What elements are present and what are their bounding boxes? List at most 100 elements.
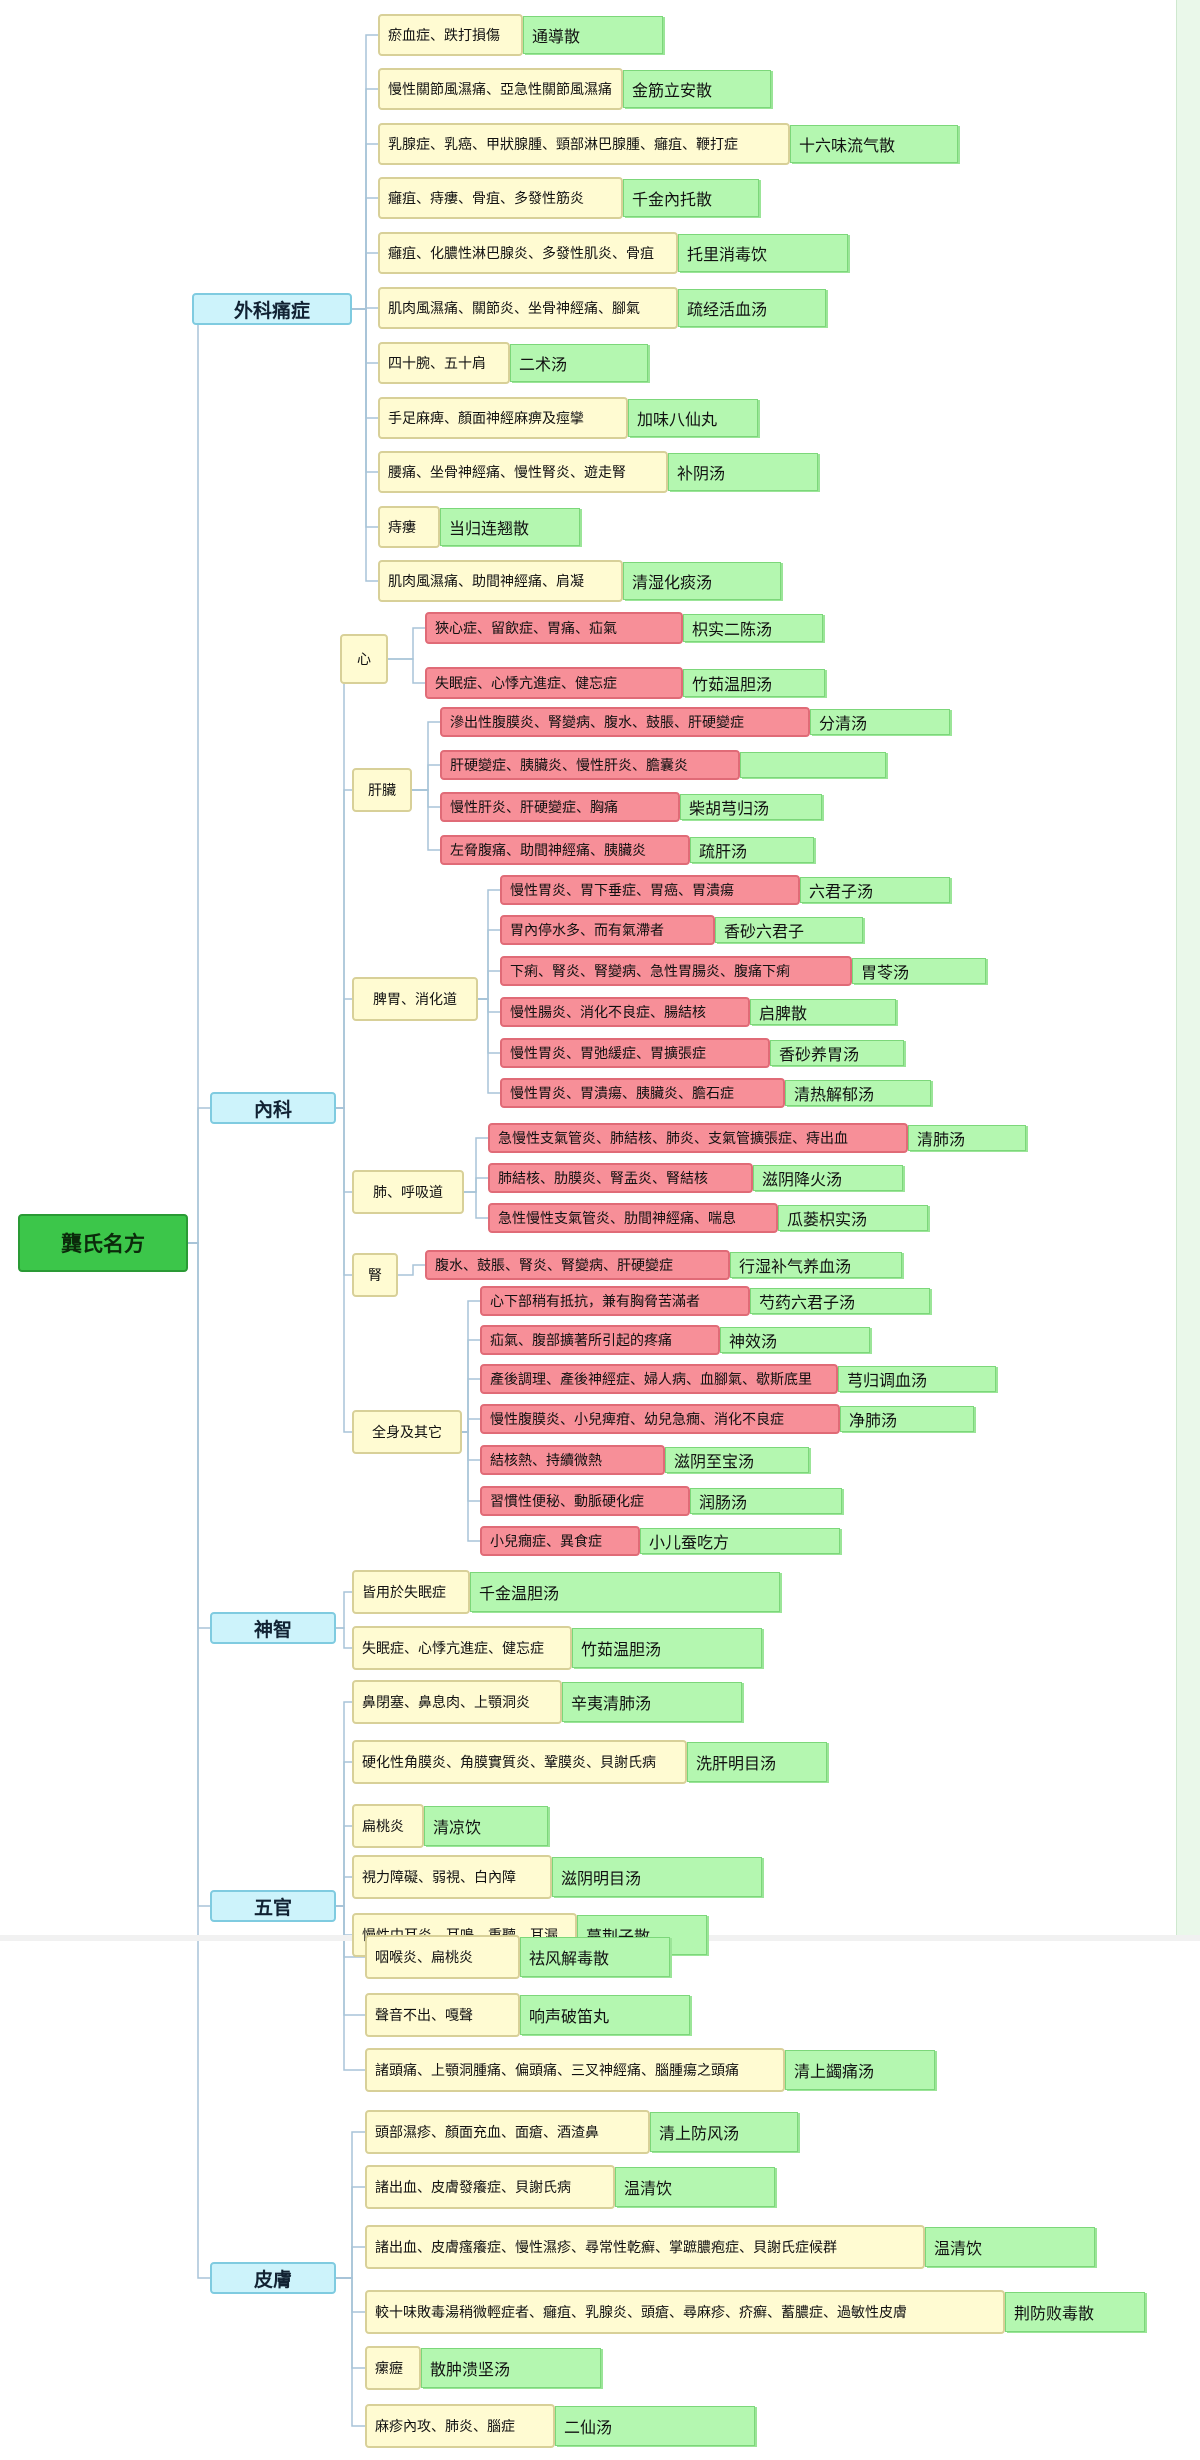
category-senses[interactable]: 五官 [210, 1890, 336, 1922]
formula-box[interactable]: 清凉饮 [424, 1806, 548, 1846]
formula-box[interactable]: 二术汤 [510, 344, 648, 382]
condition-box: 諸出血、皮膚發癢症、貝謝氏病 [365, 2165, 615, 2209]
condition-box: 鼻閉塞、鼻息肉、上顎洞炎 [352, 1680, 562, 1724]
formula-box[interactable]: 滋阴至宝汤 [665, 1447, 809, 1473]
connector-line [188, 308, 199, 1244]
connector-line [352, 143, 378, 310]
formula-box[interactable]: 枳实二陈汤 [683, 614, 823, 642]
condition-box: 頭部濕疹、顏面充血、面瘡、酒渣鼻 [365, 2110, 650, 2154]
condition-box: 瘰癧 [365, 2346, 421, 2390]
formula-box[interactable]: 滋阴降火汤 [753, 1165, 903, 1191]
condition-box: 諸頭痛、上顎洞腫痛、偏頭痛、三叉神經痛、腦腫瘍之頭痛 [365, 2048, 785, 2092]
formula-box[interactable]: 祛风解毒散 [520, 1937, 670, 1977]
formula-box[interactable]: 托里消毒饮 [678, 234, 848, 272]
group-node[interactable]: 脾胃、消化道 [352, 977, 478, 1021]
connector-line [462, 1431, 480, 1461]
group-node[interactable]: 全身及其它 [352, 1410, 462, 1454]
connector-line [336, 2277, 365, 2313]
formula-box[interactable]: 通導散 [523, 16, 663, 54]
root-node[interactable]: 龔氏名方 [18, 1214, 188, 1272]
formula-box[interactable]: 散肿溃坚汤 [421, 2348, 601, 2388]
connector-line [336, 1905, 365, 2071]
category-surgery[interactable]: 外科痛症 [192, 293, 352, 325]
connector-line [478, 998, 500, 1013]
formula-box[interactable]: 当归连翘散 [440, 508, 580, 546]
connector-line [464, 1191, 488, 1219]
formula-box[interactable]: 瓜蒌枳实汤 [778, 1205, 928, 1231]
connector-line [388, 627, 425, 660]
connector-line [462, 1418, 480, 1433]
formula-box[interactable]: 分清汤 [810, 709, 950, 735]
condition-box: 瘀血症、跌打損傷 [378, 14, 523, 56]
connector-line [336, 2131, 365, 2279]
category-mind[interactable]: 神智 [210, 1612, 336, 1644]
formula-box[interactable]: 补阴汤 [668, 453, 818, 491]
spreadsheet-edge [1176, 0, 1200, 1935]
connector-line [352, 308, 378, 364]
group-node[interactable]: 肺、呼吸道 [352, 1170, 464, 1214]
formula-box[interactable]: 千金內托散 [623, 179, 759, 217]
formula-box[interactable]: 六君子汤 [800, 877, 950, 903]
formula-box[interactable]: 响声破笛丸 [520, 1995, 690, 2035]
formula-box[interactable]: 千金温胆汤 [470, 1572, 780, 1612]
category-internal[interactable]: 內科 [210, 1092, 336, 1124]
formula-box[interactable]: 清热解郁汤 [785, 1080, 931, 1106]
condition-box: 結核熱、持續微熱 [480, 1445, 665, 1475]
formula-box[interactable]: 小儿蚕吃方 [640, 1528, 840, 1554]
formula-box[interactable]: 温清饮 [615, 2167, 775, 2207]
formula-box[interactable]: 胃苓汤 [852, 958, 986, 984]
formula-box[interactable]: 香砂六君子 [715, 917, 863, 943]
formula-box[interactable]: 疏经活血汤 [678, 289, 826, 327]
connector-line [188, 1242, 210, 1907]
connector-line [462, 1339, 480, 1433]
formula-box[interactable]: 温清饮 [925, 2227, 1095, 2267]
formula-box[interactable]: 芎归调血汤 [838, 1366, 996, 1392]
formula-box[interactable]: 行湿补气养血汤 [730, 1252, 902, 1278]
condition-box: 乳腺症、乳癌、甲狀腺腫、頸部淋巴腺腫、癰疽、鞭打症 [378, 123, 790, 165]
formula-box[interactable]: 清湿化痰汤 [623, 562, 781, 600]
condition-box: 聲音不出、嘎聲 [365, 1993, 520, 2037]
formula-box[interactable]: 清肺汤 [908, 1125, 1026, 1151]
connector-line [478, 889, 500, 1000]
formula-box[interactable]: 金筋立安散 [623, 70, 771, 108]
condition-box: 習慣性便秘、動脈硬化症 [480, 1486, 690, 1516]
category-skin[interactable]: 皮膚 [210, 2262, 336, 2294]
formula-box[interactable]: 十六味流气散 [790, 125, 958, 163]
formula-box[interactable]: 疏肝汤 [690, 837, 814, 863]
condition-box: 腰痛、坐骨神經痛、慢性腎炎、遊走腎 [378, 451, 668, 493]
formula-box[interactable]: 神效汤 [720, 1327, 870, 1353]
formula-box[interactable] [740, 752, 886, 778]
connector-line [412, 789, 440, 851]
formula-box[interactable]: 加味八仙丸 [628, 399, 758, 437]
condition-box: 扁桃炎 [352, 1804, 424, 1848]
condition-box: 癰疽、化膿性淋巴腺炎、多發性肌炎、骨疽 [378, 232, 678, 274]
connector-line [352, 34, 378, 310]
formula-box[interactable]: 净肺汤 [840, 1406, 974, 1432]
formula-box[interactable]: 启脾散 [750, 999, 896, 1025]
group-node[interactable]: 肝臟 [352, 768, 412, 812]
formula-box[interactable]: 清上防风汤 [650, 2112, 798, 2152]
formula-box[interactable]: 润肠汤 [690, 1488, 842, 1514]
condition-box: 手足麻痺、顏面神經麻痹及痙攣 [378, 397, 628, 439]
group-node[interactable]: 腎 [352, 1253, 398, 1297]
formula-box[interactable]: 荆防败毒散 [1005, 2292, 1145, 2332]
condition-box: 心下部稍有抵抗，兼有胸脅苦滿者 [480, 1286, 750, 1316]
formula-box[interactable]: 芍药六君子汤 [750, 1288, 930, 1314]
formula-box[interactable]: 香砂养胃汤 [770, 1040, 904, 1066]
group-node[interactable]: 心 [340, 634, 388, 684]
formula-box[interactable]: 竹茹温胆汤 [572, 1628, 762, 1668]
connector-line [188, 1242, 210, 2279]
formula-box[interactable]: 辛夷清肺汤 [562, 1682, 742, 1722]
condition-box: 諸出血、皮膚瘙癢症、慢性濕疹、尋常性乾癬、掌蹠膿疱症、貝謝氏症候群 [365, 2225, 925, 2269]
formula-box[interactable]: 洗肝明目汤 [687, 1742, 827, 1782]
connector-line [462, 1431, 480, 1542]
formula-box[interactable]: 滋阴明目汤 [552, 1857, 762, 1897]
condition-box: 肌肉風濕痛、助間神經痛、肩凝 [378, 560, 623, 602]
formula-box[interactable]: 清上蠲痛汤 [785, 2050, 935, 2090]
formula-box[interactable]: 竹茹温胆汤 [683, 669, 825, 697]
formula-box[interactable]: 二仙汤 [555, 2406, 755, 2446]
formula-box[interactable]: 柴胡芎归汤 [680, 794, 822, 820]
connector-line [412, 721, 440, 791]
condition-box: 慢性肝炎、肝硬變症、胸痛 [440, 792, 680, 822]
